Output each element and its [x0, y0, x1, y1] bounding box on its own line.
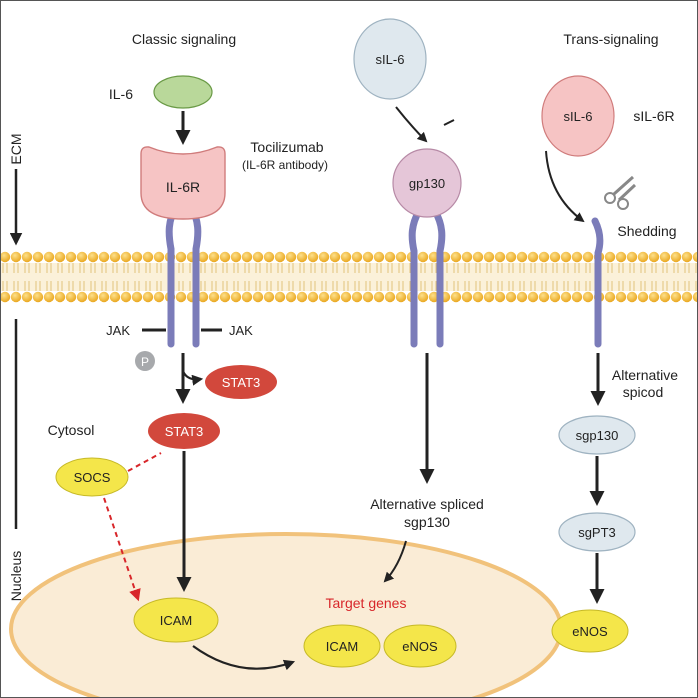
target-icam-label: ICAM [326, 639, 359, 654]
sgp130-node [558, 415, 636, 455]
icam-nucleus-label: ICAM [160, 613, 193, 628]
nucleus-region [9, 532, 563, 697]
alt-spliced-line2: sgp130 [404, 514, 450, 530]
stat3-node [148, 413, 220, 449]
trans-enos-label: eNOS [572, 624, 608, 639]
ecm-label: ECM [8, 133, 24, 164]
cytosol-label: Cytosol [48, 422, 95, 438]
socs-label: SOCS [74, 470, 111, 485]
trans-receptor-stalk [591, 217, 604, 348]
jak-left-label: JAK [106, 323, 130, 338]
jak-right-label: JAK [229, 323, 253, 338]
trans-enos-node [551, 609, 629, 653]
socs-node [55, 457, 129, 497]
scissors-icon [604, 175, 637, 210]
shedding-label: Shedding [617, 223, 676, 239]
nucleus-label: Nucleus [8, 551, 24, 602]
sgpt3-node [558, 512, 636, 552]
phosphate-label: P [141, 355, 149, 369]
trans-signaling-heading: Trans-signaling [563, 31, 658, 47]
target-enos-label: eNOS [402, 639, 438, 654]
sgp130-label: sgp130 [576, 428, 619, 443]
classic-signaling-heading: Classic signaling [132, 31, 236, 47]
gp130-binding-tick [443, 119, 455, 126]
gp130-label: gp130 [409, 176, 445, 191]
stat3-label: STAT3 [165, 424, 204, 439]
alternative-label: Alternative [612, 367, 678, 383]
target-icam-node [303, 624, 381, 668]
target-genes-label: Target genes [326, 595, 407, 611]
sil6-middle-label: sIL-6 [376, 52, 405, 67]
sil6-to-gp130-arrow [395, 106, 428, 143]
socs-inhibition-line [127, 452, 162, 472]
spicod-label: spicod [623, 384, 663, 400]
il6r-receptor [140, 146, 226, 220]
sil6-trans-label: sIL-6 [564, 109, 593, 124]
tocilizumab-note: (IL-6R antibody) [242, 158, 328, 172]
phosphorylation-arrow [181, 370, 204, 386]
sil6-to-shedding-arrow [545, 150, 585, 223]
phosphate-marker: P [135, 351, 155, 371]
sil6-trans-node [541, 75, 615, 157]
alt-spliced-line1: Alternative spliced [370, 496, 484, 512]
sil6-middle-node [353, 18, 427, 100]
sil6r-label: sIL-6R [633, 108, 674, 124]
stat3-phosphorylated-node [205, 365, 277, 399]
ecm-axis: ECM Nucleus [8, 133, 24, 601]
icam-nucleus-node [133, 597, 219, 643]
stat3-phosphorylated-label: STAT3 [222, 375, 261, 390]
gp130-node [392, 148, 462, 218]
sgpt3-label: sgPT3 [578, 525, 616, 540]
target-enos-node [383, 624, 457, 668]
tocilizumab-label: Tocilizumab [250, 139, 323, 155]
il6r-label: IL-6R [166, 179, 200, 195]
cell-membrane [1, 251, 697, 303]
icam-to-target-arrow [192, 645, 296, 671]
spliced-to-target-arrow [383, 540, 407, 583]
il6-label: IL-6 [109, 86, 133, 102]
il6-ligand [153, 75, 213, 109]
